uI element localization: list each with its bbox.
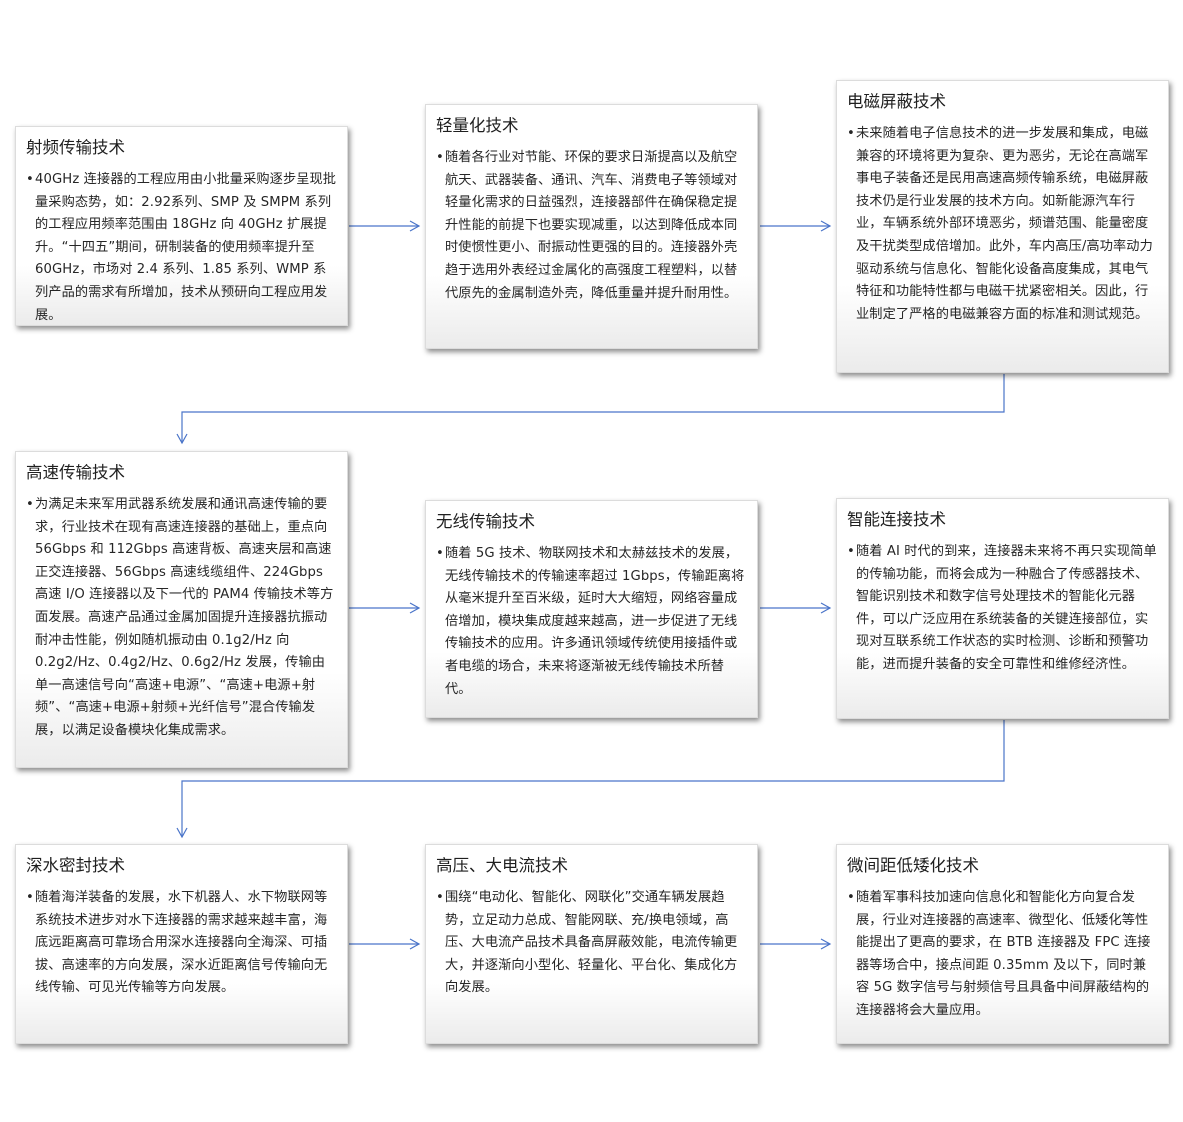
box-description: 围绕“电动化、智能化、网联化”交通车辆发展趋势，立足动力总成、智能网联、充/换电… bbox=[436, 887, 748, 1000]
box-description: 随着各行业对节能、环保的要求日渐提高以及航空航天、武器装备、通讯、汽车、消费电子… bbox=[436, 147, 748, 305]
box-title: 深水密封技术 bbox=[26, 856, 125, 875]
arrow-row1-to-row2 bbox=[176, 374, 1005, 445]
box-high-voltage-current: 高压、大电流技术 围绕“电动化、智能化、网联化”交通车辆发展趋势，立足动力总成、… bbox=[425, 844, 758, 1044]
box-description: 随着 AI 时代的到来，连接器未来将不再只实现简单的传输功能，而将会成为一种融合… bbox=[847, 541, 1159, 677]
box-description: 40GHz 连接器的工程应用由小批量采购逐步呈现批量采购态势，如：2.92系列、… bbox=[26, 169, 338, 327]
box-description: 随着军事科技加速向信息化和智能化方向复合发展，行业对连接器的高速率、微型化、低矮… bbox=[847, 887, 1159, 1023]
box-title: 高速传输技术 bbox=[26, 463, 125, 482]
box-title: 射频传输技术 bbox=[26, 138, 125, 157]
arrow-row2-to-row3 bbox=[176, 720, 1005, 839]
box-deepwater-sealing: 深水密封技术 随着海洋装备的发展，水下机器人、水下物联网等系统技术进步对水下连接… bbox=[15, 844, 348, 1044]
box-title: 轻量化技术 bbox=[436, 116, 519, 135]
box-description: 随着 5G 技术、物联网技术和太赫兹技术的发展，无线传输技术的传输速率超过 1G… bbox=[436, 543, 748, 701]
box-em-shielding: 电磁屏蔽技术 未来随着电子信息技术的进一步发展和集成，电磁兼容的环境将更为复杂、… bbox=[836, 80, 1169, 373]
box-lightweight: 轻量化技术 随着各行业对节能、环保的要求日渐提高以及航空航天、武器装备、通讯、汽… bbox=[425, 104, 758, 349]
box-high-speed-transmission: 高速传输技术 为满足未来军用武器系统发展和通讯高速传输的要求，行业技术在现有高速… bbox=[15, 451, 348, 768]
box-title: 无线传输技术 bbox=[436, 512, 535, 531]
box-description: 随着海洋装备的发展，水下机器人、水下物联网等系统技术进步对水下连接器的需求越来越… bbox=[26, 887, 338, 1000]
box-description: 未来随着电子信息技术的进一步发展和集成，电磁兼容的环境将更为复杂、更为恶劣，无论… bbox=[847, 123, 1159, 326]
box-description: 为满足未来军用武器系统发展和通讯高速传输的要求，行业技术在现有高速连接器的基础上… bbox=[26, 494, 338, 743]
box-smart-connection: 智能连接技术 随着 AI 时代的到来，连接器未来将不再只实现简单的传输功能，而将… bbox=[836, 498, 1169, 719]
box-title: 高压、大电流技术 bbox=[436, 856, 568, 875]
box-title: 电磁屏蔽技术 bbox=[847, 92, 946, 111]
box-rf-transmission: 射频传输技术 40GHz 连接器的工程应用由小批量采购逐步呈现批量采购态势，如：… bbox=[15, 126, 348, 326]
box-fine-pitch-low-profile: 微间距低矮化技术 随着军事科技加速向信息化和智能化方向复合发展，行业对连接器的高… bbox=[836, 844, 1169, 1044]
box-title: 智能连接技术 bbox=[847, 510, 946, 529]
box-wireless-transmission: 无线传输技术 随着 5G 技术、物联网技术和太赫兹技术的发展，无线传输技术的传输… bbox=[425, 500, 758, 718]
box-title: 微间距低矮化技术 bbox=[847, 856, 979, 875]
